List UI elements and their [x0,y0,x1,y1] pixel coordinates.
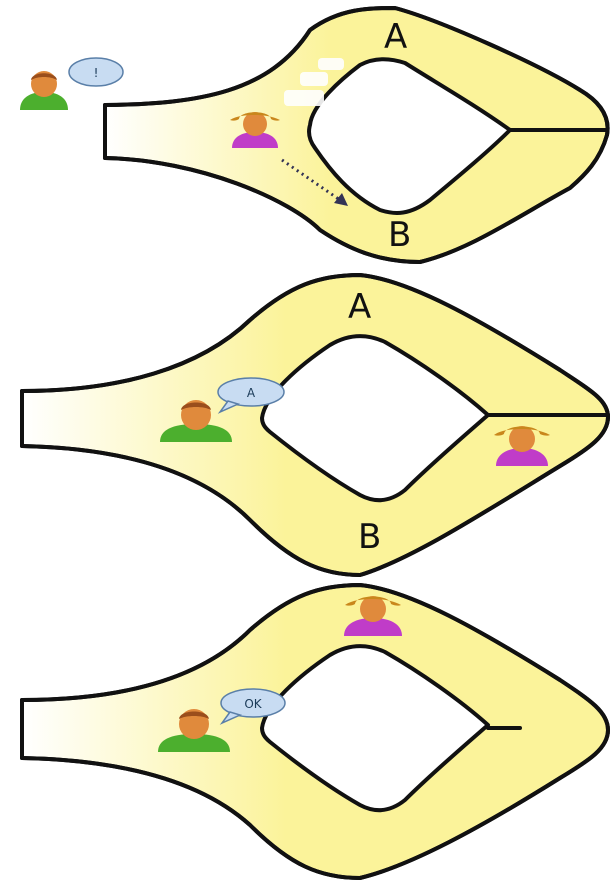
label-path-a: A [384,17,407,57]
speech-bubble: ! [69,58,123,86]
speech-bubble-text: OK [244,697,262,711]
label-path-b: B [388,215,411,255]
man-icon [20,71,68,110]
panel-3: OK [22,585,608,878]
label-path-b: B [358,517,381,557]
panel-1: A B ! [20,8,608,262]
label-path-a: A [348,287,371,327]
speech-bubble-text: A [247,386,256,400]
panel-2: A B A [22,275,608,575]
speech-bubble-text: ! [94,66,99,80]
